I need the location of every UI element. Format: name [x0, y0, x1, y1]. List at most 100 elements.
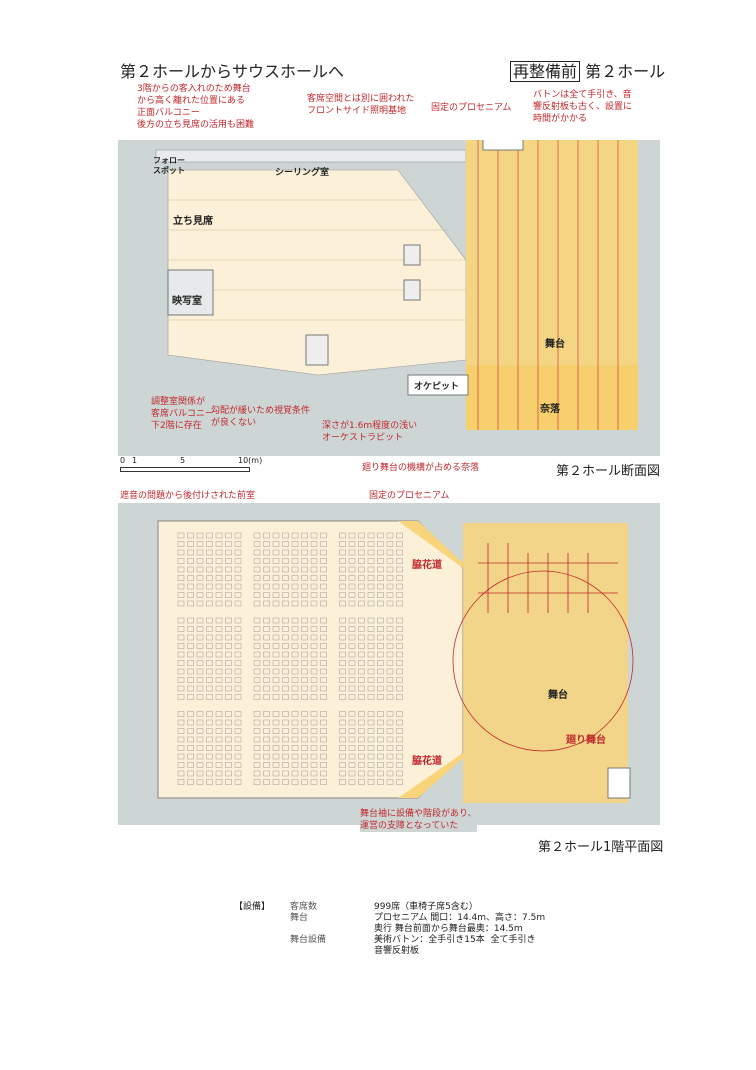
seat — [310, 711, 318, 717]
seat — [177, 643, 185, 649]
seat — [282, 643, 289, 649]
seat — [234, 626, 242, 632]
seat — [310, 728, 318, 734]
seat — [301, 583, 308, 590]
seat — [234, 694, 242, 700]
seat — [225, 541, 232, 547]
label-wing-top: 脇花道 — [412, 560, 442, 571]
seat — [386, 753, 394, 760]
seat — [386, 626, 394, 632]
seat — [367, 719, 375, 726]
status-tag: 再整備前 — [510, 61, 581, 82]
seat — [187, 668, 194, 675]
seat — [177, 651, 185, 658]
seat — [206, 558, 213, 564]
seat — [187, 583, 194, 590]
seat — [263, 592, 270, 598]
seat — [358, 541, 365, 547]
seat — [215, 762, 223, 768]
seat — [196, 651, 204, 658]
seat — [263, 668, 270, 675]
seat — [225, 626, 232, 632]
seat — [196, 617, 204, 624]
seat — [225, 592, 232, 598]
seat — [339, 719, 346, 726]
seat — [386, 779, 394, 785]
seat — [272, 583, 280, 590]
plan-caption: 第２ホール1階平面図 — [538, 840, 664, 855]
seat — [225, 770, 232, 777]
seat — [196, 728, 204, 734]
spec-value: プロセニアム 間口：14.4m、高さ：7.5m 奥行 舞台前面から舞台最奥：14… — [374, 913, 546, 934]
seat — [263, 711, 270, 717]
seat — [320, 694, 327, 700]
seat — [320, 668, 327, 675]
seat — [386, 575, 394, 581]
seat — [310, 694, 318, 700]
seat — [206, 541, 213, 547]
seat — [206, 634, 213, 641]
seat — [348, 626, 356, 632]
seat — [377, 541, 384, 547]
seat — [177, 583, 185, 590]
seat — [301, 694, 308, 700]
seat — [396, 694, 403, 700]
seat — [253, 643, 261, 649]
seat — [263, 617, 270, 624]
seat — [396, 736, 403, 743]
label-follow-spot: フォロー スポット — [153, 156, 185, 175]
seat — [377, 711, 384, 717]
seat — [177, 719, 185, 726]
seat — [348, 643, 356, 649]
seat — [206, 745, 213, 751]
seat — [358, 711, 365, 717]
seat — [386, 549, 394, 556]
seat — [310, 634, 318, 641]
seat — [177, 634, 185, 641]
seat — [367, 626, 375, 632]
seat — [358, 549, 365, 556]
seat — [177, 558, 185, 564]
seat — [253, 626, 261, 632]
seat — [291, 668, 299, 675]
label-revolving-stage: 廻り舞台 — [566, 735, 606, 746]
seat — [206, 532, 213, 539]
seat — [177, 592, 185, 598]
seat — [272, 643, 280, 649]
seat — [272, 566, 280, 573]
seat — [187, 694, 194, 700]
seat — [187, 617, 194, 624]
seat — [215, 634, 223, 641]
seat — [301, 549, 308, 556]
scale-tick: 10(m) — [238, 456, 263, 465]
seat — [272, 532, 280, 539]
seat — [301, 677, 308, 683]
seat — [301, 685, 308, 692]
seat — [263, 583, 270, 590]
seat — [386, 558, 394, 564]
seat — [234, 651, 242, 658]
seat — [282, 532, 289, 539]
seat — [310, 685, 318, 692]
seat — [396, 592, 403, 598]
seat — [320, 779, 327, 785]
seat — [187, 660, 194, 666]
seat — [234, 736, 242, 743]
seat — [263, 728, 270, 734]
seat — [377, 677, 384, 683]
seat — [196, 677, 204, 683]
seat — [177, 575, 185, 581]
note: 遮音の問題から後付けされた前室 — [120, 491, 256, 501]
seat — [377, 592, 384, 598]
seat — [291, 626, 299, 632]
seat — [225, 660, 232, 666]
seat — [282, 770, 289, 777]
seat — [225, 694, 232, 700]
spec-value: 999席（車椅子席5含む） — [374, 902, 478, 912]
seat — [206, 617, 213, 624]
seat — [367, 651, 375, 658]
seat — [196, 592, 204, 598]
seat — [348, 694, 356, 700]
note: バトンは全て手引き、音 響反射板も古く、設置に 時間がかかる — [533, 90, 633, 124]
label-pit: オケピット — [414, 382, 460, 392]
